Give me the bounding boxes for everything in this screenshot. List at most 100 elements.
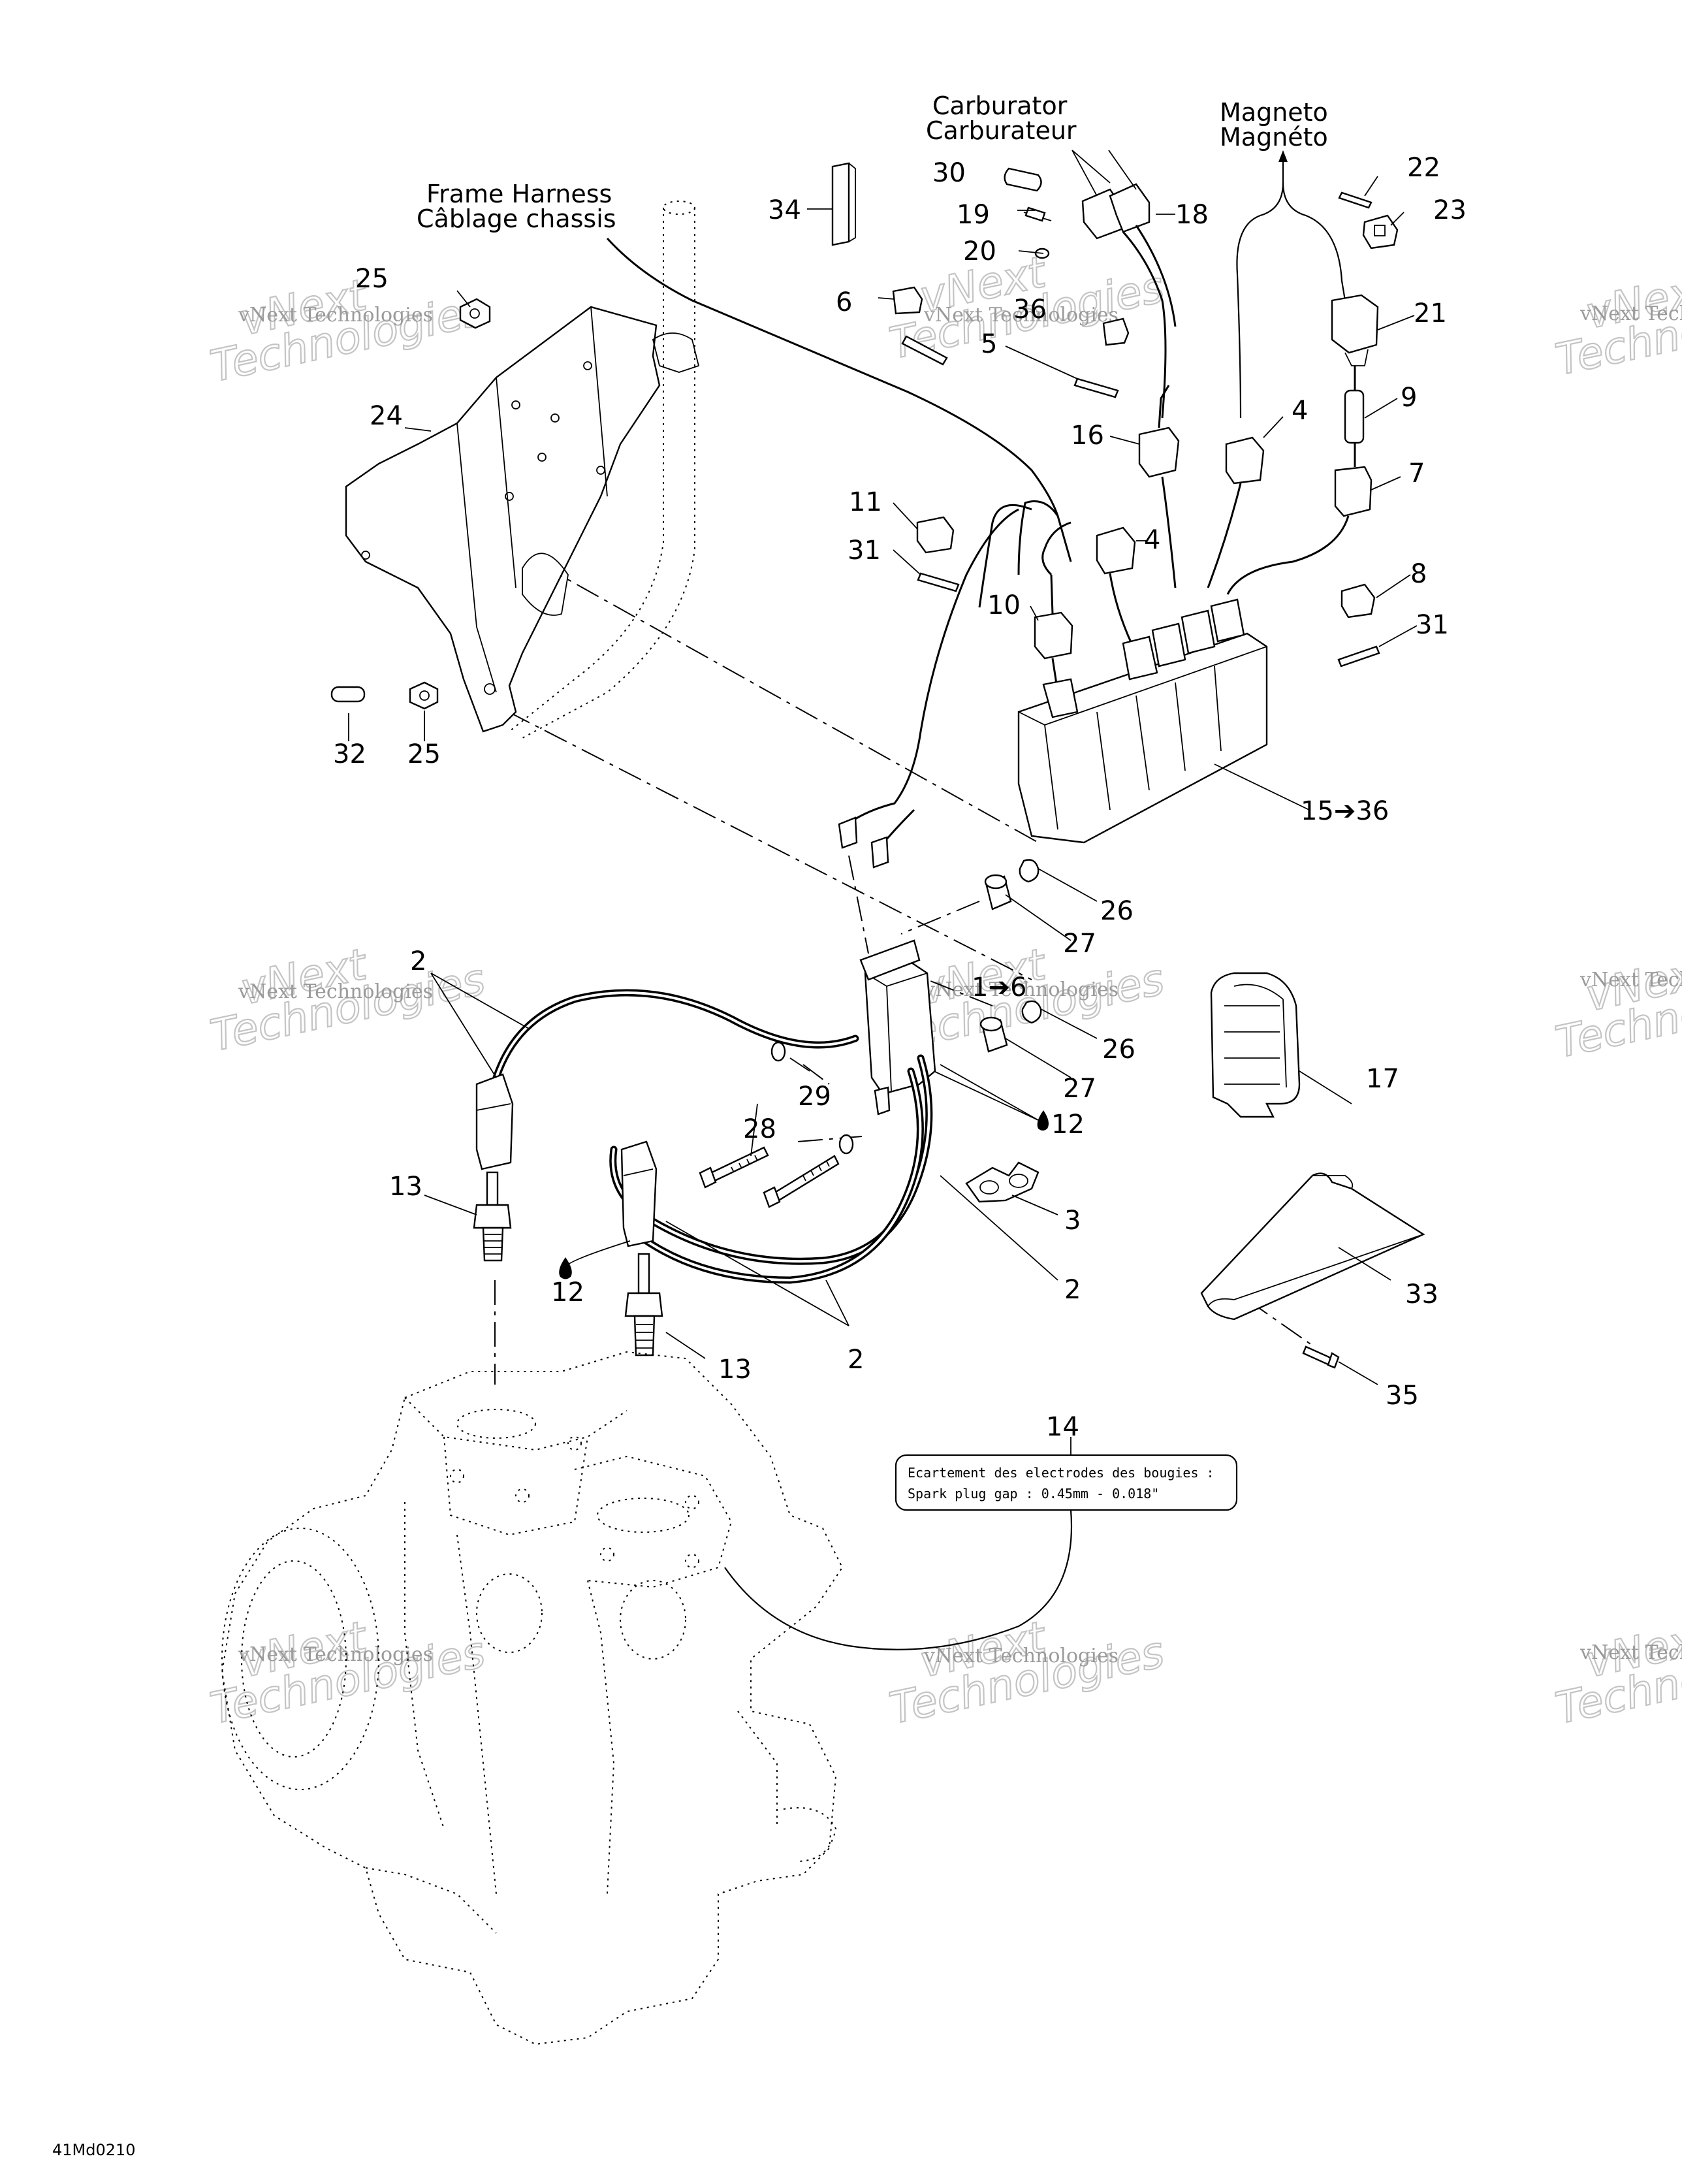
callout-2-bottom: 2 [848,1345,864,1375]
connector-21 [1331,294,1379,366]
watermark-text: vNext Technologies [923,304,1119,327]
watermark-text: vNext Technologies [1579,969,1682,991]
washer-29-lower [838,1134,854,1155]
connector-18 [1081,183,1177,419]
callout-8: 8 [1410,559,1427,589]
grommet-26-upper [1019,859,1039,883]
callout-24: 24 [370,401,403,431]
spark-plug-13-left [473,1171,512,1262]
drawing-code: 41Md0210 [52,2141,136,2159]
callout-28: 28 [743,1114,776,1144]
pin-22 [1338,191,1373,209]
tube-9 [1344,366,1365,467]
connector-23 [1362,214,1399,249]
pin-31-left [917,572,960,592]
bushing-27-upper [984,874,1012,910]
engine-block [221,1351,844,2046]
callout-21: 21 [1414,298,1447,329]
callout-23: 23 [1433,195,1467,225]
spark-plug-cap-left [475,1073,514,1170]
callout-2-top: 2 [410,946,426,976]
callout-11: 11 [849,487,882,517]
callout-13-left: 13 [389,1172,422,1202]
shield-33 [1200,1172,1425,1321]
callout-36: 36 [1013,295,1047,325]
connector-4-upper [1207,436,1265,588]
callout-12-left: 12 [551,1277,584,1308]
callout-29: 29 [798,1082,831,1112]
bushing-27-lower [979,1016,1008,1053]
callout-5: 5 [981,329,997,359]
heading-carburateur: Carburateur [926,116,1077,145]
clip-3 [965,1161,1039,1203]
washer-29-upper [770,1041,786,1062]
grease-drop-12 [559,1110,1049,1279]
watermark-text: vNext Technologies [238,980,433,1003]
clip-coil-left [838,816,858,849]
cap-32 [330,686,366,703]
callout-25: 25 [355,264,389,294]
callout-33: 33 [1405,1279,1438,1309]
callout-10: 10 [987,590,1021,620]
bolt-28-lower [763,1155,840,1208]
callout-32: 32 [333,739,366,769]
callout-15: 15➔36 [1301,796,1389,826]
bracket-plate-24 [345,306,700,733]
callout-4-lower: 4 [1144,525,1160,555]
pin-5-left [901,335,948,366]
connector-4-lower [1096,526,1137,654]
callout-2-right: 2 [1064,1275,1081,1305]
frame-harness-wire [606,237,1072,608]
callout-13-right: 13 [718,1355,752,1385]
callout-20: 20 [963,236,996,266]
leader-lines [348,150,1418,1385]
headings: Frame Harness Câblage chassis Carburator… [417,91,1328,233]
callout-27-upper: 27 [1063,929,1096,959]
spark-note-line-2: Spark plug gap : 0.45mm - 0.018" [908,1486,1159,1502]
callout-30: 30 [932,158,966,188]
nut-25-bottom [409,681,439,710]
callout-31-left: 31 [848,536,881,566]
callout-22: 22 [1407,153,1440,183]
callout-19: 19 [957,200,990,230]
spark-note-line-1: Ecartement des electrodes des bougies : [908,1465,1214,1481]
spark-gap-decal-14: Ecartement des electrodes des bougies : … [724,1437,1238,1650]
connector-8 [1341,583,1376,618]
pin-19 [1023,206,1052,222]
grommet-26-lower [1021,1000,1042,1024]
spark-plug-cap-right [620,1140,658,1247]
callout-1: 1➔6 [972,972,1026,1003]
watermark-text: vNext Technologies [923,1645,1119,1667]
callout-9: 9 [1401,383,1417,413]
ignition-coil-1 [859,939,936,1116]
heading-frame-harness: Frame Harness [426,180,612,208]
callout-27-lower: 27 [1063,1074,1096,1104]
callout-18: 18 [1175,200,1209,230]
callout-6: 6 [836,287,852,317]
pin-30 [1004,167,1042,192]
magneto-wires [1236,150,1346,419]
heading-magneto-fr: Magnéto [1220,123,1328,152]
pin-5-right [1073,377,1119,398]
frame-harness-tube [509,201,695,739]
watermark-text: vNext Technologies [238,304,433,327]
high-tension-wires-2 [492,989,933,1284]
screw-35 [1302,1345,1340,1369]
connector-10 [1034,521,1073,693]
bolt-28-upper [699,1146,769,1189]
heading-carburator: Carburator [932,91,1068,120]
clip-coil-right [870,836,889,869]
callout-35: 35 [1386,1381,1419,1411]
callout-31-right: 31 [1416,610,1449,640]
electrical-box-15 [1017,598,1268,844]
callout-26-lower: 26 [1102,1035,1135,1065]
holder-17 [1210,972,1301,1118]
callout-14: 14 [1046,1412,1079,1442]
callout-25-lower: 25 [407,739,441,769]
callout-3: 3 [1064,1206,1081,1236]
callout-7: 7 [1408,458,1425,489]
watermark-text: vNext Technologies [1579,1641,1682,1664]
connector-6 [892,286,923,315]
connector-7 [1226,466,1373,595]
